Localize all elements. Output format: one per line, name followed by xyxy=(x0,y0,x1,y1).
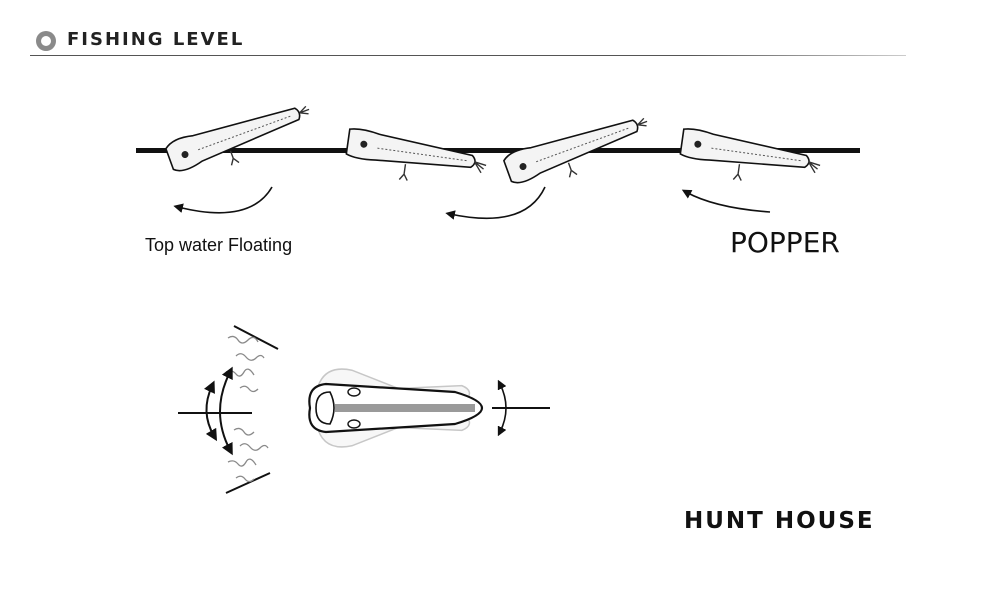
popper-lure-top-view xyxy=(308,382,484,434)
swing-arrow-outer xyxy=(219,366,233,456)
motion-arrow-1 xyxy=(173,186,273,214)
motion-arrow-3 xyxy=(681,189,771,213)
popper-lure-3 xyxy=(503,117,648,184)
motion-arrow-2 xyxy=(445,186,546,220)
head-swing-arrow xyxy=(497,379,507,437)
wake-line-top xyxy=(233,325,279,350)
water-splash xyxy=(225,335,269,483)
action-label: Top water Floating xyxy=(145,235,293,255)
section-title: FISHING LEVEL xyxy=(67,29,245,50)
popper-lure-2 xyxy=(345,128,487,181)
lure-type-label: POPPER xyxy=(730,226,840,259)
popper-lure-1 xyxy=(165,105,310,172)
header-divider xyxy=(30,55,906,56)
wake-line-bottom xyxy=(225,472,271,494)
swing-arrow-inner xyxy=(204,380,218,442)
brand-label: HUNT HOUSE xyxy=(684,508,875,534)
target-ring-icon xyxy=(36,31,56,51)
water-surface-line xyxy=(136,148,860,153)
popper-lure-4 xyxy=(679,128,821,181)
